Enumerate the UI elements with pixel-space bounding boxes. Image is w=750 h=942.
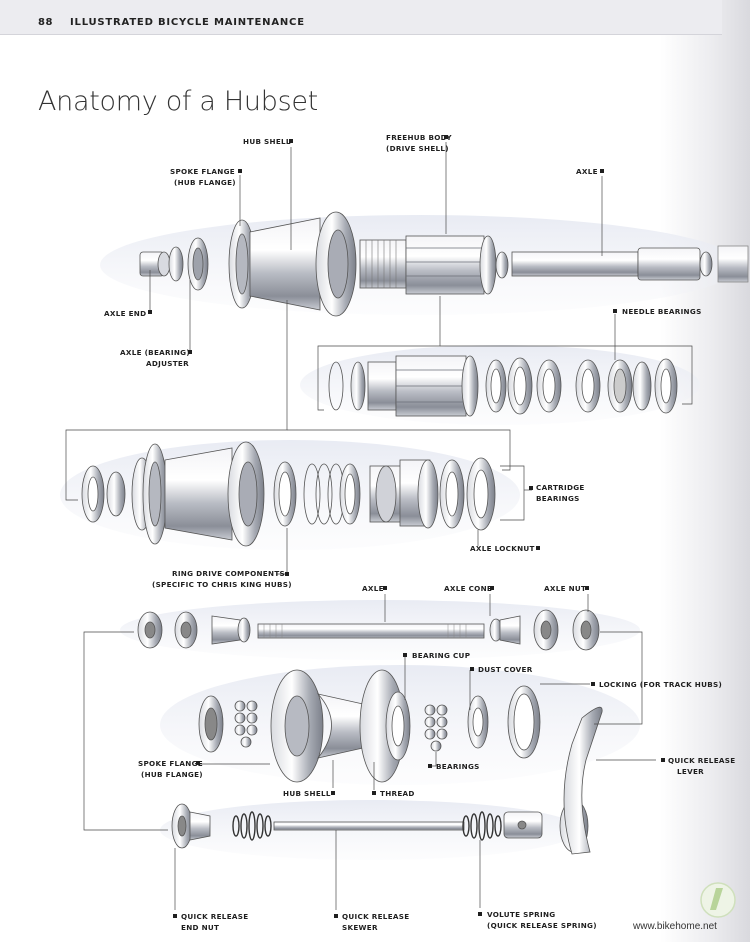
label-bearing-cup: BEARING CUP [412, 651, 470, 660]
label-hub-flange-top: (HUB FLANGE) [174, 178, 236, 187]
leader-lines [65, 142, 693, 910]
label-qr-end-nut-2: END NUT [181, 923, 219, 932]
label-axle-cone: AXLE CONE [444, 584, 492, 593]
row4-axle-parts [137, 609, 600, 651]
label-volute-qr-spring: (QUICK RELEASE SPRING) [487, 921, 597, 930]
labels: HUB SHELL FREEHUB BODY (DRIVE SHELL) AXL… [104, 133, 735, 932]
page-title: Anatomy of a Hubset [38, 86, 318, 117]
bikehome-logo-icon [700, 882, 736, 918]
label-hub-shell-top: HUB SHELL [243, 137, 291, 146]
label-qr-end-nut-1: QUICK RELEASE [181, 912, 248, 921]
label-bearings-cartridge: BEARINGS [536, 494, 580, 503]
label-ring-drive: RING DRIVE COMPONENTS [172, 569, 285, 578]
label-axle-locknut: AXLE LOCKNUT [470, 544, 535, 553]
label-chris-king: (SPECIFIC TO CHRIS KING HUBS) [152, 580, 292, 589]
label-dust-cover: DUST COVER [478, 665, 533, 674]
page-header: 88 ILLUSTRATED BICYCLE MAINTENANCE [0, 0, 722, 35]
label-hub-flange-bot: (HUB FLANGE) [141, 770, 203, 779]
row1-hub [139, 211, 749, 317]
label-axle-end: AXLE END [104, 309, 146, 318]
label-axle-nut: AXLE NUT [544, 584, 586, 593]
label-locking: LOCKING (FOR TRACK HUBS) [599, 680, 722, 689]
watermark: www.bikehome.net [633, 921, 717, 932]
label-qr-lever-2: LEVER [677, 767, 704, 776]
book-title: ILLUSTRATED BICYCLE MAINTENANCE [70, 17, 305, 28]
label-needle-bearings: NEEDLE BEARINGS [622, 307, 702, 316]
row3-ring-drive [81, 441, 496, 547]
label-spoke-flange-top: SPOKE FLANGE [170, 167, 235, 176]
label-freehub-drive-shell: (DRIVE SHELL) [386, 144, 449, 153]
row2-freehub-parts [328, 355, 678, 417]
label-volute-spring: VOLUTE SPRING [487, 910, 556, 919]
label-qr-lever-1: QUICK RELEASE [668, 756, 735, 765]
label-axle-bearing: AXLE (BEARING) [120, 348, 190, 357]
row6-quick-release [171, 706, 603, 855]
label-hub-shell-bot: HUB SHELL [283, 789, 331, 798]
label-axle-top: AXLE [576, 167, 598, 176]
row5-hub-shell [198, 669, 541, 783]
label-thread: THREAD [380, 789, 415, 798]
label-freehub-body: FREEHUB BODY [386, 133, 452, 142]
page-number: 88 [38, 17, 53, 28]
label-spoke-flange-bot: SPOKE FLANGE [138, 759, 203, 768]
label-bearings: BEARINGS [436, 762, 480, 771]
label-qr-skewer-2: SKEWER [342, 923, 378, 932]
label-adjuster: ADJUSTER [146, 359, 189, 368]
label-bullets [148, 135, 665, 918]
label-qr-skewer-1: QUICK RELEASE [342, 912, 409, 921]
label-axle-mid: AXLE [362, 584, 384, 593]
label-cartridge: CARTRIDGE [536, 483, 585, 492]
